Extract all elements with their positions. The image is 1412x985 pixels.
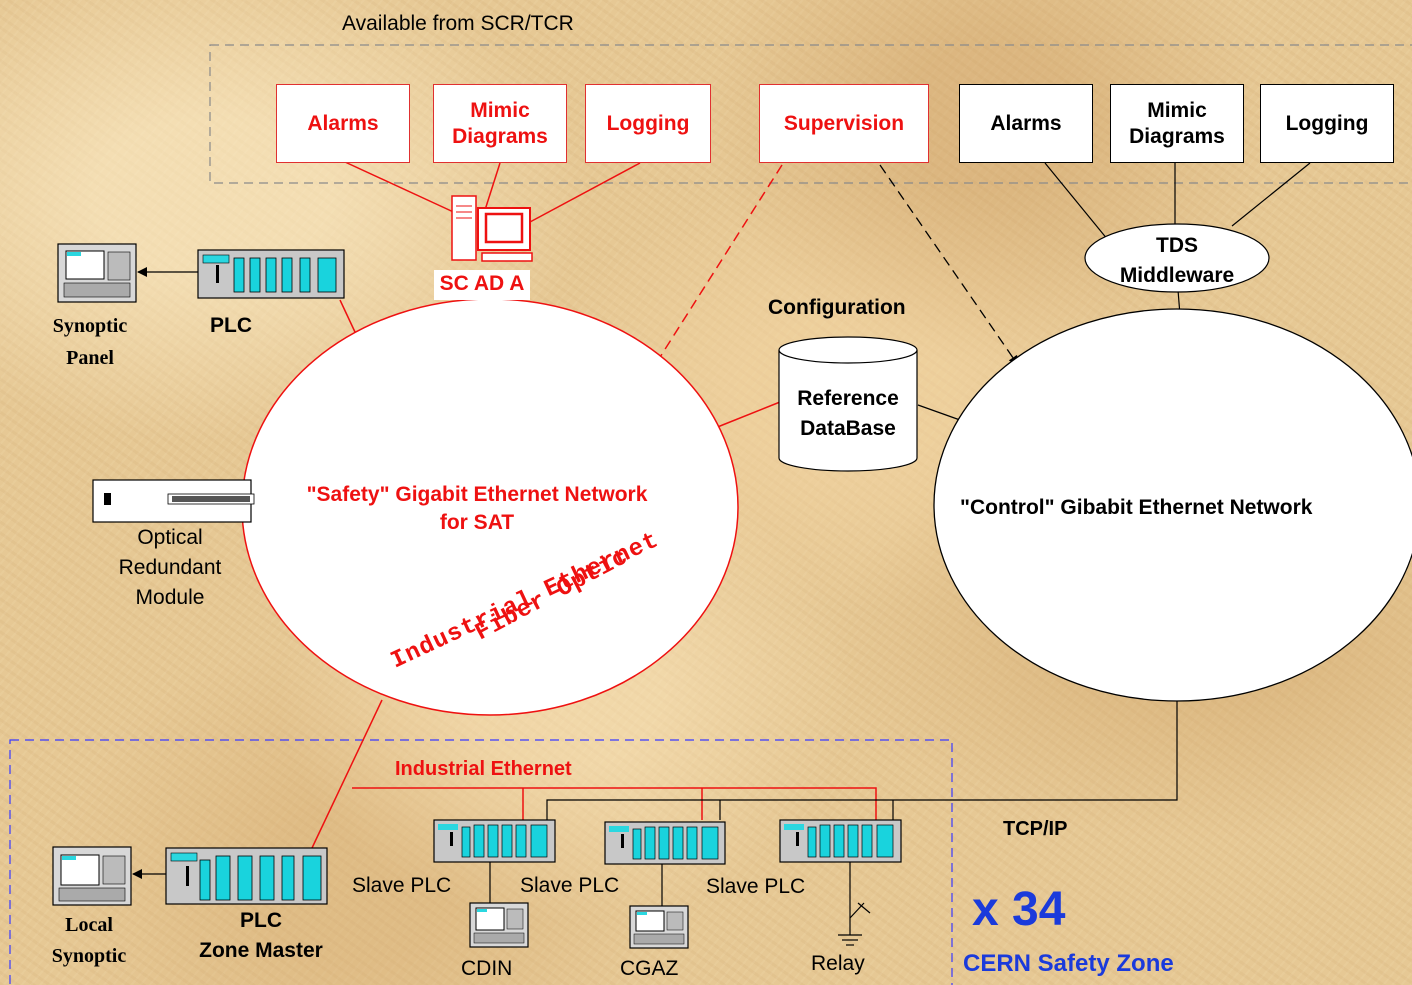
reference-label: Reference	[797, 387, 899, 410]
zone-multiplier: x 34	[972, 883, 1066, 936]
slave-plc-1-icon	[433, 819, 556, 863]
tds-middleware-label: TDS Middleware	[1100, 231, 1254, 292]
local-synoptic-icon	[52, 846, 132, 906]
supervision-to-safety-arrow	[654, 164, 783, 366]
scada-label: SC AD A	[434, 270, 530, 300]
diagrams-label-black: Diagrams	[1129, 124, 1225, 148]
safety-zone-region	[9, 739, 953, 985]
tcpip-label: TCP/IP	[1003, 818, 1068, 840]
supervision-box[interactable]: Supervision	[759, 84, 929, 163]
database-label: DataBase	[800, 417, 896, 441]
scada-workstation-icon	[451, 195, 533, 262]
optical-module-icon	[92, 479, 255, 523]
logging-box-red[interactable]: Logging	[585, 84, 711, 163]
supervision-label: Supervision	[783, 111, 905, 135]
slave-plc-2-label: Slave PLC	[520, 874, 620, 897]
cern-safety-zone-label: CERN Safety Zone	[963, 950, 1174, 977]
mimic-diagrams-box-black[interactable]: Mimic Diagrams	[1110, 84, 1244, 163]
safety-network-label: "Safety" Gigabit Ethernet Network for SA…	[282, 481, 672, 538]
mimic-diagrams-box-red[interactable]: Mimic Diagrams	[433, 84, 567, 163]
slave-plc-3-label: Slave PLC	[706, 875, 806, 898]
cdin-panel-icon	[469, 902, 529, 948]
synoptic-panel-icon	[57, 243, 137, 303]
slave-plc-2-icon	[604, 821, 726, 865]
zone-master-label: PLC Zone Master	[186, 906, 336, 966]
supervision-to-control-arrow	[879, 164, 1019, 366]
safety-network-subtitle: for SAT	[439, 511, 515, 535]
top-plc-label: PLC	[210, 314, 252, 337]
scr-tcr-region	[209, 44, 1412, 184]
relay-label: Relay	[811, 952, 865, 975]
panel-label: Panel	[66, 347, 114, 369]
local-label: Local	[65, 914, 113, 936]
alarms-box-black[interactable]: Alarms	[959, 84, 1093, 163]
alarms-box-red[interactable]: Alarms	[276, 84, 410, 163]
module-label: Module	[135, 585, 205, 609]
logging-label-black: Logging	[1285, 111, 1369, 135]
zone-master-name-label: Zone Master	[199, 938, 323, 962]
cgaz-label: CGAZ	[620, 957, 679, 980]
black-links	[489, 162, 1311, 910]
tds-middleware-ellipse	[1084, 223, 1270, 293]
control-network-label: "Control" Gibabit Ethernet Network	[960, 496, 1313, 519]
slave-plc-3-icon	[779, 819, 902, 863]
zone-master-plc-label: PLC	[240, 909, 282, 932]
optical-module-label: Optical Redundant Module	[100, 523, 240, 612]
middleware-label: Middleware	[1119, 264, 1235, 288]
reference-database-icon	[778, 336, 918, 472]
mimic-label-red: Mimic	[470, 99, 530, 123]
alarms-label-red: Alarms	[307, 111, 379, 135]
industrial-ethernet-label: Industrial Ethernet	[395, 758, 572, 780]
zone-master-plc-icon	[165, 847, 328, 905]
slave-plc-1-label: Slave PLC	[352, 874, 452, 897]
control-network-ellipse	[933, 308, 1412, 702]
alarms-label-black: Alarms	[990, 111, 1062, 135]
logging-label-red: Logging	[606, 111, 690, 135]
optical-label: Optical	[137, 526, 203, 549]
diagrams-label-red: Diagrams	[452, 124, 548, 148]
safety-network-title: "Safety" Gigabit Ethernet Network	[306, 483, 648, 506]
tds-label: TDS	[1156, 234, 1198, 257]
cdin-label: CDIN	[461, 957, 513, 980]
configuration-label: Configuration	[768, 296, 906, 319]
reference-db-label: Reference DataBase	[779, 384, 917, 445]
available-label: Available from SCR/TCR	[342, 12, 574, 35]
redundant-label: Redundant	[118, 555, 222, 579]
top-plc-icon	[197, 249, 345, 299]
synoptic-panel-label: Synoptic Panel	[46, 310, 134, 374]
cgaz-panel-icon	[629, 905, 689, 949]
synoptic-label: Synoptic	[52, 315, 128, 337]
mimic-label-black: Mimic	[1147, 99, 1207, 123]
logging-box-black[interactable]: Logging	[1260, 84, 1394, 163]
synoptic-word-label: Synoptic	[51, 945, 127, 967]
relay-icon	[838, 902, 871, 946]
local-synoptic-label: Local Synoptic	[42, 910, 136, 972]
